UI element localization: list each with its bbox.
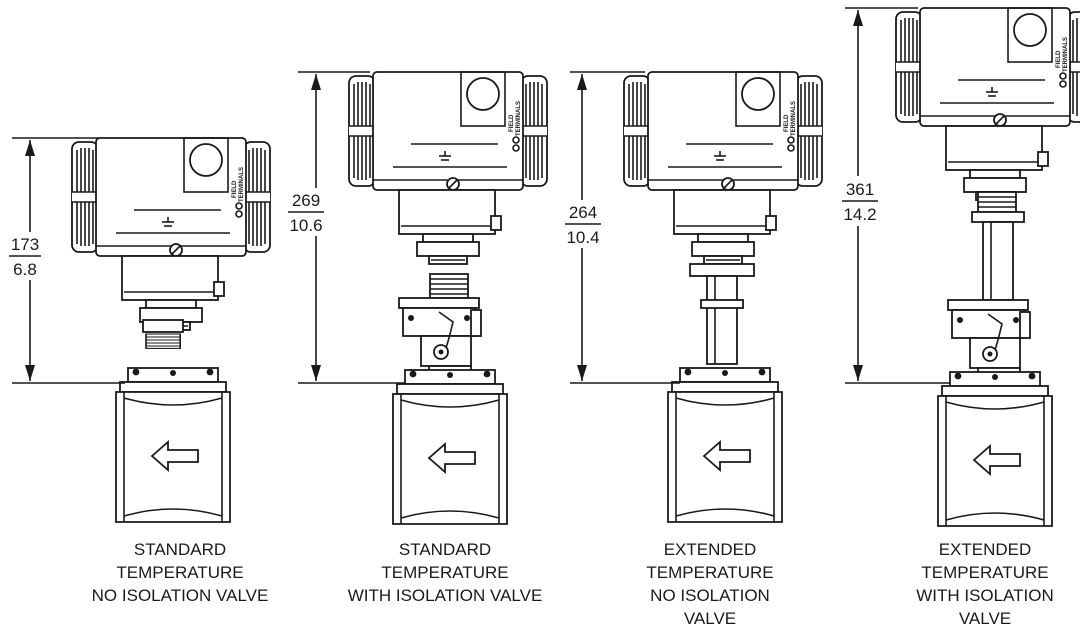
dim-top-3: 264	[569, 203, 597, 222]
caption-extended-with-valve: EXTENDED TEMPERATURE WITH ISOLATION VALV…	[916, 540, 1054, 628]
caption-standard-no-valve: STANDARD TEMPERATURE NO ISOLATION VALVE	[91, 540, 269, 605]
caption-standard-with-valve: STANDARD TEMPERATURE WITH ISOLATION VALV…	[347, 540, 543, 605]
assembly-extended-with-valve	[896, 8, 1080, 527]
dim-bottom-1: 6.8	[13, 260, 37, 279]
assembly-standard-no-valve	[72, 138, 270, 523]
dim-bottom-4: 14.2	[843, 205, 876, 224]
caption-extended-no-valve: EXTENDED TEMPERATURE NO ISOLATION VALVE	[646, 540, 774, 628]
dim-top-1: 173	[11, 235, 39, 254]
dim-bottom-2: 10.6	[289, 216, 322, 235]
dim-top-2: 269	[292, 191, 320, 210]
assembly-standard-with-valve	[349, 72, 547, 525]
dim-bottom-3: 10.4	[566, 228, 599, 247]
dim-top-4: 361	[846, 180, 874, 199]
assembly-extended-no-valve	[624, 72, 822, 523]
